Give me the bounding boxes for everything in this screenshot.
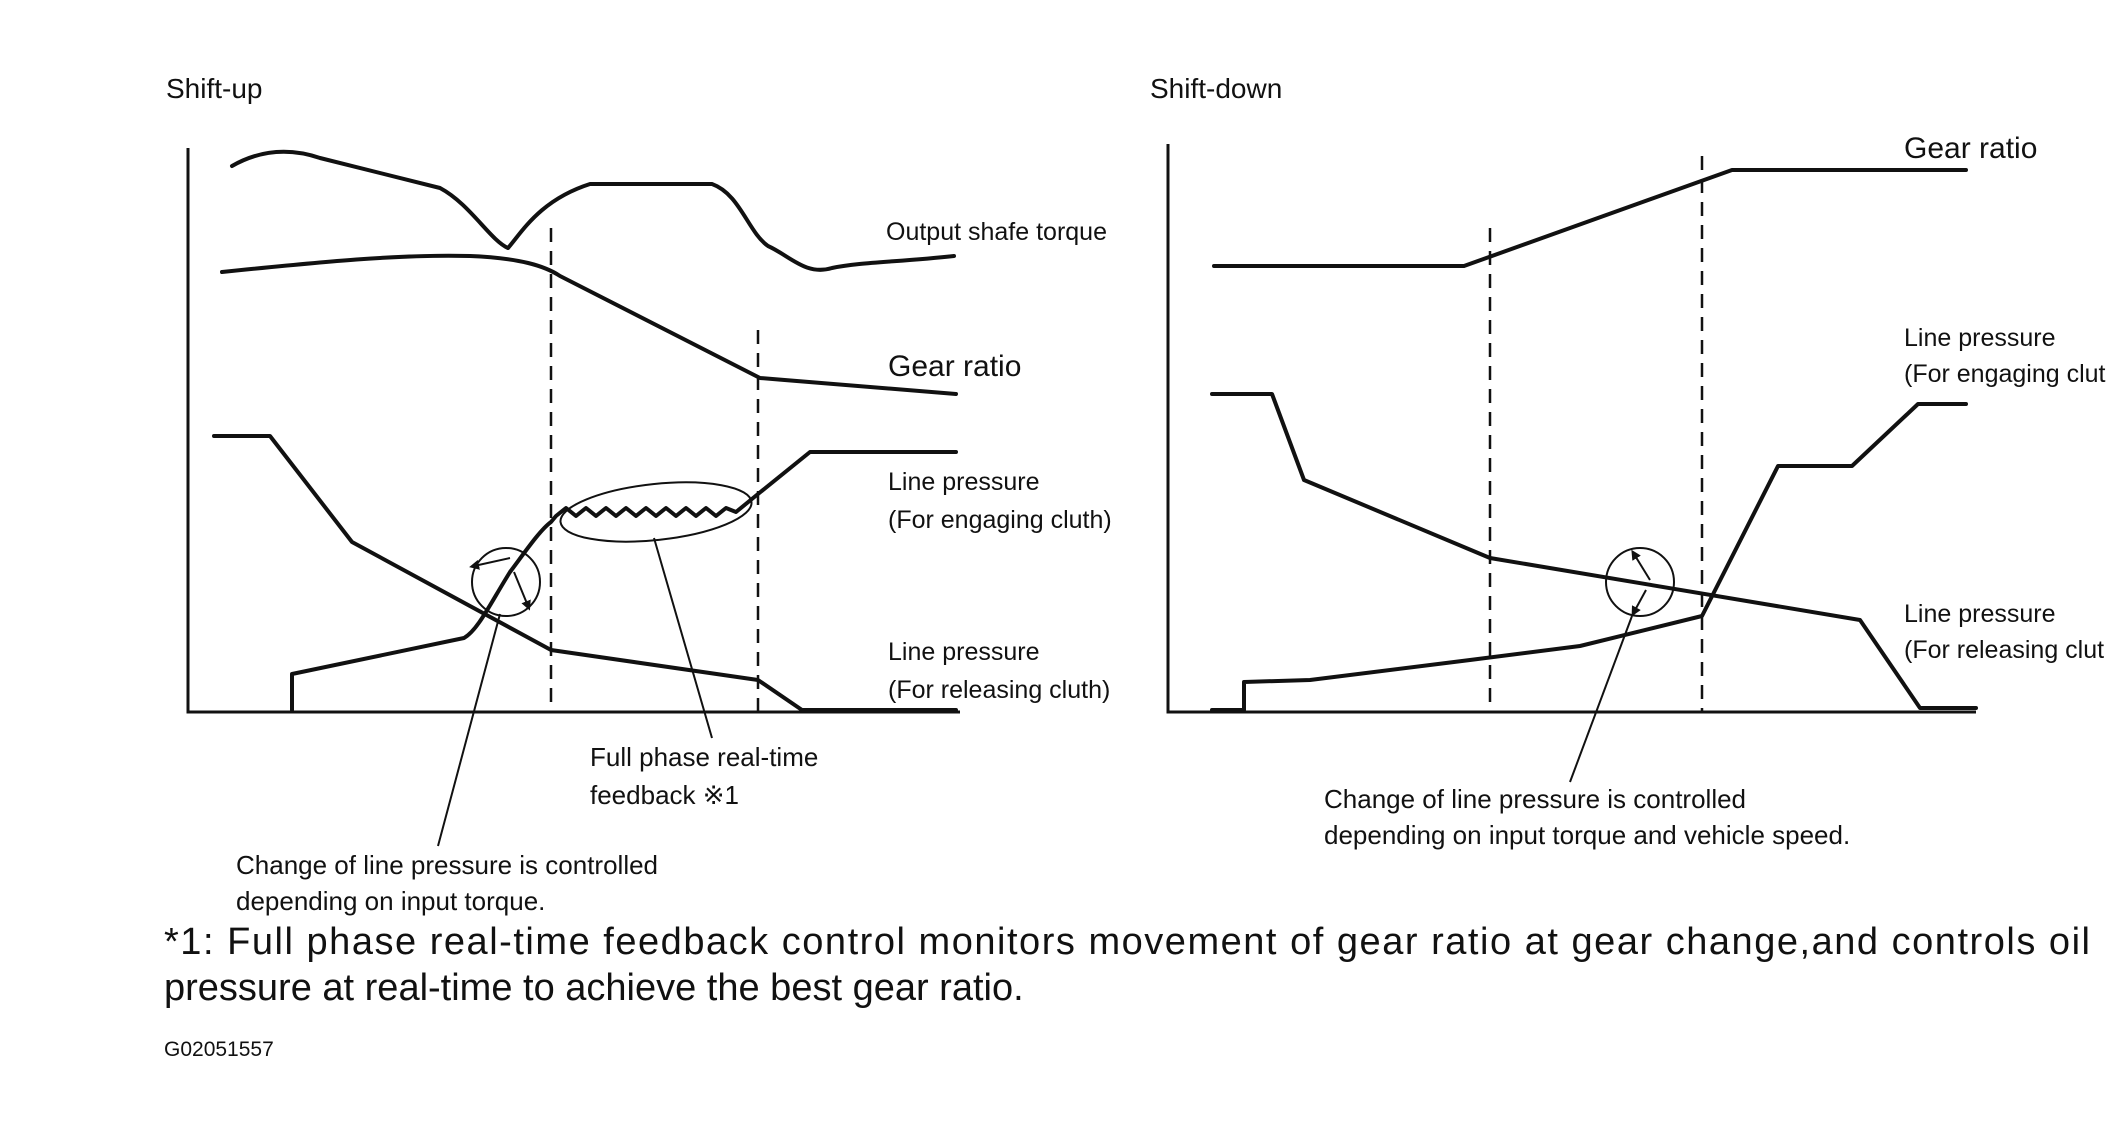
shift-down-gear-ratio-label: Gear ratio — [1904, 132, 2037, 165]
figure-code: G02051557 — [164, 1038, 274, 1061]
shift-up-output-shaft-torque-curve — [230, 149, 956, 272]
shift-up-axes — [186, 148, 960, 714]
shift-up-feedback-ellipse — [559, 481, 753, 543]
shift-up-feedback-callout-1: Full phase real-time — [590, 742, 818, 772]
shift-up-feedback-leader — [653, 537, 713, 739]
shift-up-gear-ratio-label: Gear ratio — [888, 350, 1021, 383]
shift-down-gear-ratio-curve — [1212, 168, 1968, 268]
shift-up-arrow-down-icon — [513, 571, 531, 611]
shift-up-control-leader — [437, 613, 501, 847]
shift-up-line-pressure-releasing-label-1: Line pressure — [888, 638, 1039, 666]
shift-up-line-pressure-releasing-curve — [212, 434, 958, 712]
shift-down-line-pressure-engaging-label-2: (For engaging clut — [1904, 360, 2106, 388]
shift-up-line-pressure-releasing-label-2: (For releasing cluth) — [888, 676, 1110, 704]
shift-up-line-pressure-engaging-curve — [290, 450, 958, 712]
footnote-line-1: *1: Full phase real-time feedback contro… — [164, 921, 2090, 963]
shift-down-line-pressure-engaging-label-1: Line pressure — [1904, 324, 2055, 352]
shift-down-control-callout-1: Change of line pressure is controlled — [1324, 784, 1746, 814]
shift-down-axes — [1166, 144, 1976, 714]
shift-up-control-callout-2: depending on input torque. — [236, 886, 545, 916]
shift-down-title: Shift-down — [1150, 73, 1282, 104]
shift-up-control-circle — [471, 547, 541, 617]
shift-down-control-leader — [1569, 615, 1633, 783]
shift-down-arrow-up-icon — [1631, 549, 1651, 581]
shift-up-gear-ratio-curve — [220, 253, 958, 396]
footnote-line-2: pressure at real-time to achieve the bes… — [164, 967, 1024, 1009]
shift-down-panel: Shift-down Gear ratio Line pressure (For… — [1150, 73, 2106, 850]
shift-down-control-callout-2: depending on input torque and vehicle sp… — [1324, 820, 1850, 850]
shift-up-feedback-callout-2: feedback ※1 — [590, 780, 739, 810]
shift-up-line-pressure-engaging-label-2: (For engaging cluth) — [888, 506, 1112, 534]
shift-up-control-callout-1: Change of line pressure is controlled — [236, 850, 658, 880]
shift-up-panel: Shift-up Output shafe torque Gear ratio … — [166, 73, 1112, 916]
shift-down-line-pressure-releasing-label-1: Line pressure — [1904, 600, 2055, 628]
shift-down-line-pressure-releasing-label-2: (For releasing clut — [1904, 636, 2104, 664]
shift-down-line-pressure-releasing-curve — [1210, 392, 1978, 710]
shift-up-output-shaft-torque-label: Output shafe torque — [886, 218, 1107, 246]
shift-down-line-pressure-engaging-curve — [1210, 402, 1968, 712]
shift-up-arrow-left-icon — [469, 557, 511, 570]
shift-down-arrow-down-icon — [1631, 589, 1647, 617]
shift-up-title: Shift-up — [166, 73, 263, 104]
shift-up-line-pressure-engaging-label-1: Line pressure — [888, 468, 1039, 496]
